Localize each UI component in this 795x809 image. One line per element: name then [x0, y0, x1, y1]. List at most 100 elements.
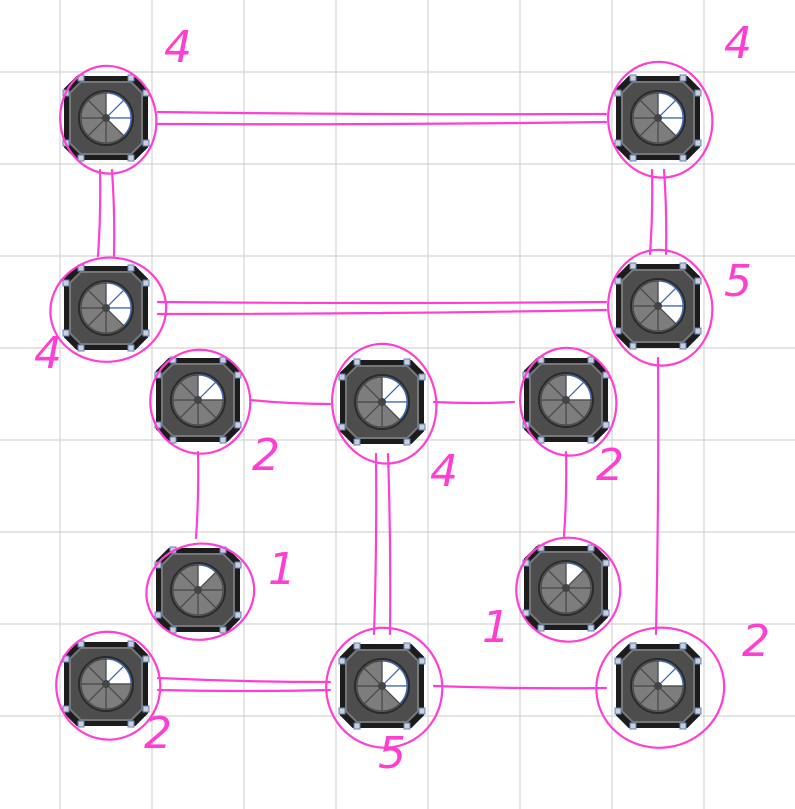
- island-k[interactable]: [338, 642, 426, 730]
- tile-stud: [403, 722, 411, 730]
- tile-stud: [77, 640, 85, 648]
- island-d[interactable]: [614, 262, 702, 350]
- tile-stud: [142, 329, 150, 337]
- bridge-layer: [96, 110, 668, 693]
- circle-mark-g: [519, 346, 618, 457]
- island-f[interactable]: [338, 358, 426, 446]
- dial-icon: [538, 372, 594, 428]
- tile-stud: [537, 436, 545, 444]
- count-label-g: 2: [596, 440, 624, 491]
- island-e[interactable]: [154, 356, 242, 444]
- bridge-e-f: [248, 398, 332, 406]
- tile-stud: [694, 707, 702, 715]
- tile-stud: [338, 423, 346, 431]
- bridge-f-g: [432, 400, 516, 405]
- dial-icon: [78, 656, 134, 712]
- dial-wedge: [179, 374, 199, 402]
- tile-stud: [614, 657, 622, 665]
- tile-stud: [77, 344, 85, 352]
- tile-stud: [127, 640, 135, 648]
- tile-stud: [418, 657, 426, 665]
- tile-stud: [694, 327, 702, 335]
- count-label-a: 4: [164, 22, 192, 73]
- tile-stud: [127, 264, 135, 272]
- tile-stud: [679, 722, 687, 730]
- tile-stud: [679, 154, 687, 162]
- tile-stud: [629, 74, 637, 82]
- tile-stud: [234, 421, 242, 429]
- dial-icon: [354, 658, 410, 714]
- dial-wedge: [87, 92, 107, 120]
- count-label-e: 2: [252, 430, 280, 481]
- bridge-c-d-1: [156, 300, 608, 305]
- bridge-a-c-1: [96, 168, 102, 258]
- circle-mark-j: [55, 630, 162, 741]
- bridge-d-l: [654, 356, 660, 636]
- tile-stud: [629, 262, 637, 270]
- dial-wedge: [87, 282, 107, 310]
- tile-stud: [403, 642, 411, 650]
- dial-icon: [170, 562, 226, 618]
- tile-stud: [602, 421, 610, 429]
- island-layer: [62, 74, 702, 730]
- tile-stud: [418, 373, 426, 381]
- tile-stud: [629, 154, 637, 162]
- tile-stud: [77, 154, 85, 162]
- tile-stud: [694, 139, 702, 147]
- island-i[interactable]: [522, 544, 610, 632]
- tile-stud: [679, 74, 687, 82]
- bridge-f-k-2: [386, 452, 392, 636]
- island-b[interactable]: [614, 74, 702, 162]
- tile-stud: [403, 358, 411, 366]
- tile-stud: [602, 559, 610, 567]
- tile-stud: [127, 154, 135, 162]
- bridge-e-h: [194, 450, 200, 540]
- tile-stud: [694, 277, 702, 285]
- dial-icon: [354, 374, 410, 430]
- tile-stud: [127, 344, 135, 352]
- tile-stud: [62, 329, 70, 337]
- bridge-j-k-1: [156, 676, 332, 684]
- tile-stud: [234, 611, 242, 619]
- dial-icon: [630, 90, 686, 146]
- tile-stud: [614, 707, 622, 715]
- dial-hub: [654, 302, 662, 310]
- dial-hub: [378, 682, 386, 690]
- dial-icon: [170, 372, 226, 428]
- tile-stud: [629, 342, 637, 350]
- dial-hub: [562, 396, 570, 404]
- dial-hub: [654, 682, 662, 690]
- circle-mark-a: [59, 64, 158, 175]
- island-l[interactable]: [614, 642, 702, 730]
- island-a[interactable]: [62, 74, 150, 162]
- dial-wedge: [639, 660, 659, 688]
- tile-stud: [418, 423, 426, 431]
- tile-stud: [353, 642, 361, 650]
- dial-hub: [194, 586, 202, 594]
- tile-stud: [338, 707, 346, 715]
- dial-wedge: [363, 376, 383, 404]
- tile-stud: [169, 436, 177, 444]
- bridge-f-k-1: [372, 452, 378, 636]
- tile-stud: [602, 609, 610, 617]
- dial-hub: [194, 396, 202, 404]
- island-c[interactable]: [62, 264, 150, 352]
- tile-stud: [418, 707, 426, 715]
- annotation-circles: [49, 60, 726, 749]
- circle-mark-b: [607, 60, 714, 179]
- circle-mark-i: [515, 536, 622, 643]
- count-label-i: 1: [482, 602, 510, 653]
- island-h[interactable]: [154, 546, 242, 634]
- tile-stud: [537, 624, 545, 632]
- dial-wedge: [87, 658, 107, 686]
- dial-hub: [378, 398, 386, 406]
- tile-stud: [694, 89, 702, 97]
- tile-stud: [614, 89, 622, 97]
- circle-mark-k: [325, 626, 444, 749]
- tile-stud: [219, 436, 227, 444]
- island-g[interactable]: [522, 356, 610, 444]
- tile-stud: [127, 74, 135, 82]
- island-j[interactable]: [62, 640, 150, 728]
